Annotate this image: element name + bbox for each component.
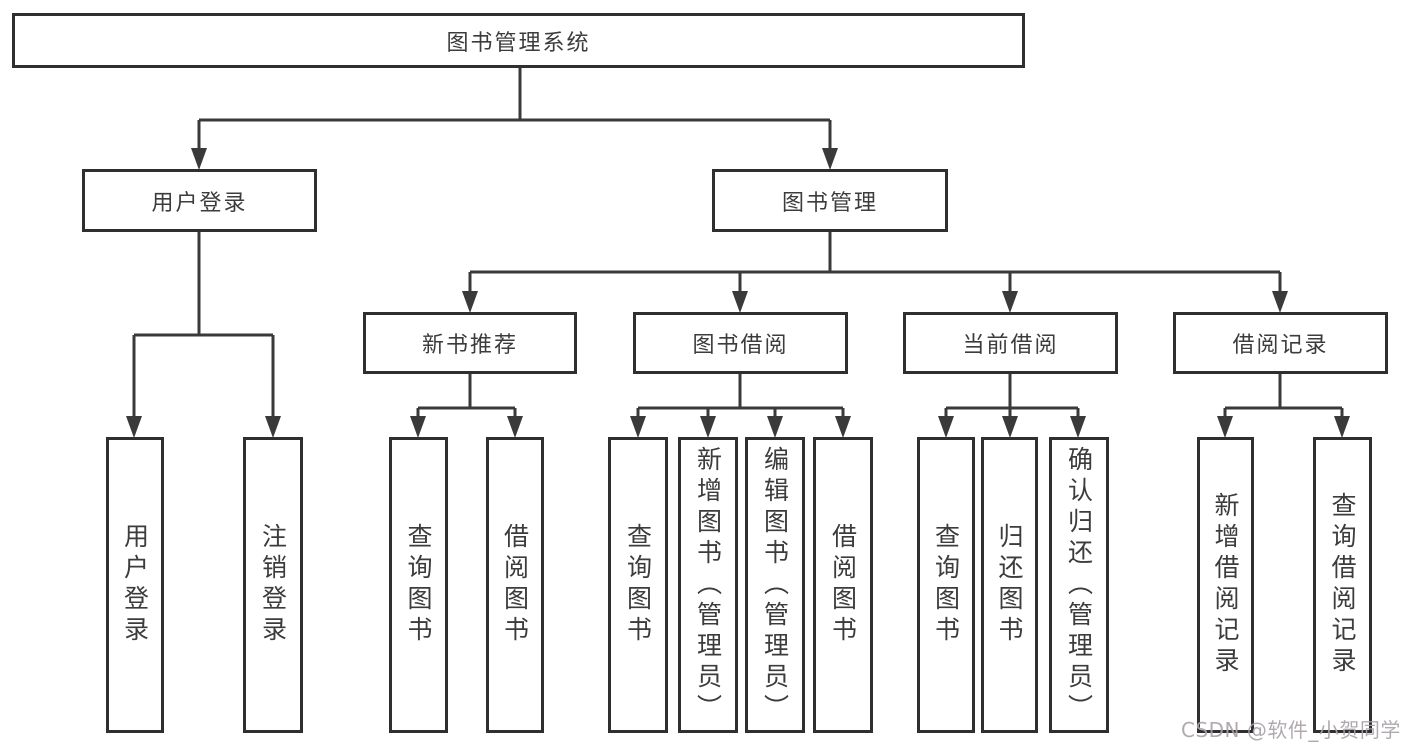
node-new-book-recommend-label: 新书推荐 <box>421 333 518 358</box>
node-root-label: 图书管理系统 <box>446 30 591 56</box>
node-user-login-label: 用户登录 <box>151 190 248 216</box>
node-leaf-edit-book-admin-label: 编辑图书（管理员） <box>760 445 790 725</box>
node-leaf-return-book-label: 归还图书 <box>995 523 1024 647</box>
node-leaf-query-book-current-label: 查询图书 <box>931 523 961 647</box>
node-root: 图书管理系统 <box>12 13 1025 68</box>
node-borrow-record: 借阅记录 <box>1173 312 1388 374</box>
node-leaf-add-borrow-record: 新增借阅记录 <box>1197 437 1254 733</box>
node-leaf-query-book-recommend-label: 查询图书 <box>404 523 433 647</box>
node-leaf-borrow-book-label: 借阅图书 <box>828 523 858 647</box>
node-leaf-confirm-return-admin-label: 确认归还（管理员） <box>1064 445 1094 725</box>
node-current-borrow-label: 当前借阅 <box>962 333 1059 358</box>
node-leaf-borrow-book: 借阅图书 <box>813 437 873 733</box>
node-leaf-logout-label: 注销登录 <box>258 523 288 647</box>
node-book-borrow-label: 图书借阅 <box>692 333 789 358</box>
node-leaf-user-login-label: 用户登录 <box>120 523 150 647</box>
node-leaf-query-book-borrow-label: 查询图书 <box>623 523 653 647</box>
node-leaf-query-borrow-record-label: 查询借阅记录 <box>1328 492 1357 678</box>
csdn-watermark: CSDN @软件_小贺同学 <box>1181 718 1401 742</box>
node-book-borrow: 图书借阅 <box>633 312 848 374</box>
node-new-book-recommend: 新书推荐 <box>363 312 577 374</box>
node-leaf-logout: 注销登录 <box>243 437 303 733</box>
node-leaf-edit-book-admin: 编辑图书（管理员） <box>745 437 805 733</box>
node-user-login: 用户登录 <box>82 169 317 232</box>
node-leaf-query-book-borrow: 查询图书 <box>608 437 668 733</box>
node-leaf-confirm-return-admin: 确认归还（管理员） <box>1049 437 1109 733</box>
node-book-management: 图书管理 <box>712 169 948 232</box>
node-leaf-return-book: 归还图书 <box>981 437 1038 733</box>
node-leaf-add-book-admin: 新增图书（管理员） <box>678 437 738 733</box>
node-leaf-query-book-recommend: 查询图书 <box>389 437 448 733</box>
node-leaf-borrow-book-recommend: 借阅图书 <box>486 437 544 733</box>
node-leaf-add-borrow-record-label: 新增借阅记录 <box>1211 492 1240 678</box>
node-leaf-borrow-book-recommend-label: 借阅图书 <box>500 523 530 647</box>
node-leaf-add-book-admin-label: 新增图书（管理员） <box>693 445 723 725</box>
node-leaf-query-borrow-record: 查询借阅记录 <box>1313 437 1372 733</box>
node-current-borrow: 当前借阅 <box>903 312 1118 374</box>
node-borrow-record-label: 借阅记录 <box>1232 333 1329 358</box>
node-book-management-label: 图书管理 <box>781 190 878 216</box>
node-leaf-query-book-current: 查询图书 <box>917 437 975 733</box>
node-leaf-user-login: 用户登录 <box>106 437 164 733</box>
